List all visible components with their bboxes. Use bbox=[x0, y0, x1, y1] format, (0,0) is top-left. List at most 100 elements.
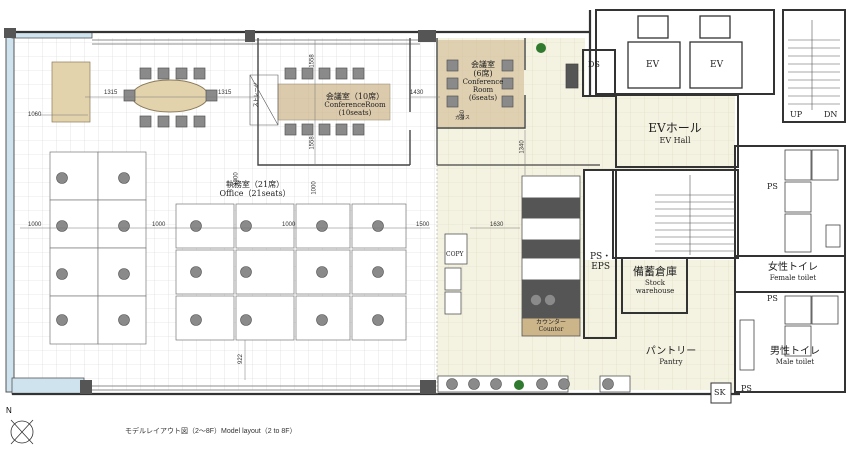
toilet-female bbox=[784, 149, 841, 253]
ev2-label: EV bbox=[710, 60, 724, 70]
dim-922: 922 bbox=[238, 353, 245, 365]
conf10-jp: 会議室（10席） bbox=[325, 92, 385, 101]
desk bbox=[175, 249, 235, 295]
ev-hall-en: EV Hall bbox=[659, 135, 691, 145]
ev-hall-label: EVホール EV Hall bbox=[640, 121, 710, 145]
counter-en: Counter bbox=[538, 325, 564, 333]
chair bbox=[501, 77, 514, 90]
dim-1060: 1060 bbox=[28, 112, 42, 118]
conf6-en3: (6seats) bbox=[468, 94, 498, 103]
pantry-jp: パントリー bbox=[645, 346, 697, 357]
sk-label: SK bbox=[714, 388, 726, 397]
glass-label: ガラス bbox=[455, 115, 470, 121]
dim-1000c: 1000 bbox=[282, 222, 296, 228]
meeting-table bbox=[131, 79, 209, 113]
office-en: Office（21seats） bbox=[219, 189, 291, 199]
chair bbox=[205, 89, 218, 102]
chair bbox=[139, 115, 152, 128]
chair bbox=[335, 67, 348, 80]
male-jp: 男性トイレ bbox=[770, 346, 820, 357]
office-label: 執務室（21席） Office（21seats） bbox=[215, 180, 295, 198]
chair bbox=[56, 314, 68, 326]
storage-label: ストレージ bbox=[253, 82, 260, 108]
stock-label: 備蓄倉庫 Stock warehouse bbox=[622, 265, 688, 295]
ps-eps-label: PS・ EPS bbox=[590, 252, 612, 273]
chair bbox=[193, 115, 206, 128]
chair bbox=[56, 220, 68, 232]
plants bbox=[514, 43, 546, 390]
ds-label: DS bbox=[588, 60, 600, 69]
dim-1315b: 1315 bbox=[218, 90, 232, 96]
conf10-shade bbox=[277, 83, 391, 121]
conf10-label: 会議室（10席） ConferenceRoom (10seats) bbox=[300, 92, 410, 117]
stock-jp: 備蓄倉庫 bbox=[633, 265, 677, 278]
chair bbox=[446, 95, 459, 108]
stock-en2: warehouse bbox=[635, 286, 675, 295]
window-mullions-top bbox=[92, 39, 420, 45]
up-label: UP bbox=[790, 110, 803, 119]
dim-1500: 1500 bbox=[416, 222, 430, 228]
chair bbox=[602, 378, 614, 390]
chair bbox=[316, 314, 328, 326]
north-label: N bbox=[6, 406, 12, 415]
chair bbox=[301, 67, 314, 80]
chair bbox=[301, 123, 314, 136]
chair bbox=[501, 95, 514, 108]
furniture bbox=[49, 59, 614, 390]
desk bbox=[175, 203, 235, 249]
dim-1000b: 1000 bbox=[152, 222, 166, 228]
chair bbox=[157, 67, 170, 80]
chair bbox=[56, 268, 68, 280]
chair bbox=[352, 123, 365, 136]
dim-1000e: 1000 bbox=[233, 172, 240, 186]
chair bbox=[558, 378, 570, 390]
columns bbox=[4, 28, 436, 394]
chair bbox=[240, 220, 252, 232]
chair bbox=[175, 115, 188, 128]
ev-cars bbox=[627, 15, 743, 89]
outer-walls bbox=[12, 10, 740, 396]
ev1-label: EV bbox=[646, 60, 660, 70]
conf10-walls bbox=[257, 38, 411, 166]
male-en: Male toilet bbox=[775, 357, 815, 366]
chair bbox=[118, 268, 130, 280]
sk-box bbox=[710, 382, 732, 404]
pantry-bench bbox=[437, 375, 631, 393]
pantry-en: Pantry bbox=[659, 357, 683, 366]
chair bbox=[446, 59, 459, 72]
copy-area bbox=[444, 233, 468, 315]
chair bbox=[118, 220, 130, 232]
chair bbox=[501, 59, 514, 72]
male-label: 男性トイレ Male toilet bbox=[760, 346, 830, 366]
ps2-label: PS bbox=[767, 294, 778, 303]
chair bbox=[190, 314, 202, 326]
chair bbox=[175, 67, 188, 80]
conf6-label: 会議室 (6席) Conference Room (6seats) bbox=[458, 60, 508, 103]
chair bbox=[352, 67, 365, 80]
chair bbox=[190, 220, 202, 232]
chair bbox=[118, 314, 130, 326]
copy-label: COPY bbox=[446, 251, 464, 258]
dim-1000d: 1000 bbox=[311, 181, 318, 195]
female-en: Female toilet bbox=[769, 273, 817, 282]
dim-1000a: 1000 bbox=[28, 222, 42, 228]
dim-1340: 1340 bbox=[519, 140, 526, 154]
chair bbox=[490, 378, 502, 390]
dn-label: DN bbox=[824, 110, 838, 119]
pantry-walls bbox=[436, 128, 600, 166]
storage-hatch bbox=[249, 74, 279, 126]
chair bbox=[335, 123, 348, 136]
dim-1558b: 1558 bbox=[309, 136, 316, 150]
chair bbox=[316, 266, 328, 278]
counter-furniture bbox=[521, 175, 581, 337]
dimension-lines bbox=[20, 40, 526, 380]
window-bottom-left bbox=[11, 377, 85, 395]
chair bbox=[284, 123, 297, 136]
reception-desk bbox=[51, 61, 91, 123]
chair bbox=[123, 89, 136, 102]
chair bbox=[536, 378, 548, 390]
chair bbox=[446, 378, 458, 390]
dim-1630: 1630 bbox=[490, 222, 504, 228]
female-jp: 女性トイレ bbox=[768, 262, 818, 273]
